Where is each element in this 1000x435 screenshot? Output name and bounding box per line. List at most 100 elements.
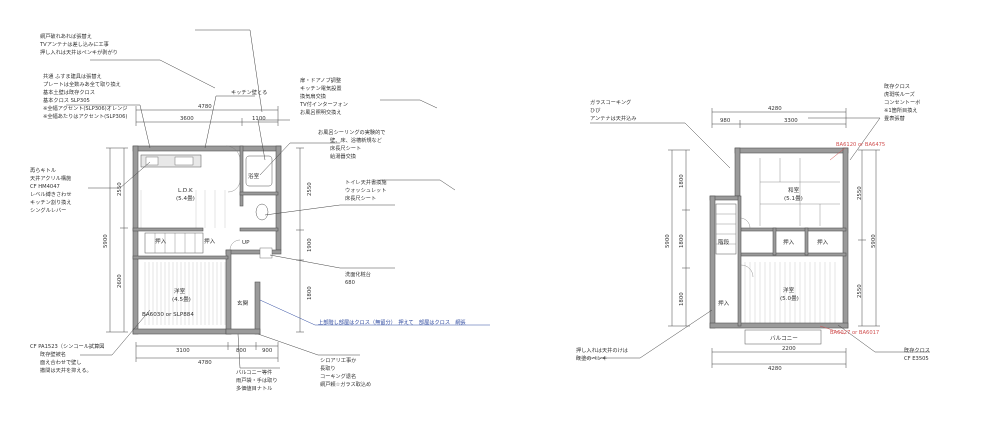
left-dims-right: 2550 1900 1800 — [296, 147, 313, 333]
svg-text:雨戸袋・手は取り: 雨戸袋・手は取り — [236, 376, 278, 384]
left-wall-entrance — [254, 281, 261, 335]
right-stairs — [715, 203, 737, 255]
left-wall-left — [132, 145, 139, 335]
svg-text:多価値目ナトル: 多価値目ナトル — [236, 384, 272, 392]
right-notes: ガラスコーキング ひび アンテナは天井込み 既存クロス 虎斑咲ルーズ コンセント… — [576, 82, 930, 362]
svg-text:基本クロス SLP305: 基本クロス SLP305 — [43, 96, 90, 104]
right-wall-stair — [737, 195, 742, 327]
svg-text:4280: 4280 — [768, 106, 782, 112]
room-stair: 階段 — [718, 238, 730, 246]
svg-text:BA6120 or BA6475: BA6120 or BA6475 — [836, 142, 885, 148]
room-ldk: L.D.K — [178, 188, 193, 194]
room-washitsu: 和室 — [788, 186, 800, 194]
room-closet-r1: 押入 — [783, 238, 795, 246]
right-wall-closet2 — [804, 227, 809, 256]
right-dims-bottom: 2200 4280 — [711, 346, 847, 372]
svg-text:プレートは全数みあ全て取り換え: プレートは全数みあ全て取り換え — [43, 80, 121, 88]
right-wall-room — [739, 252, 847, 257]
left-stairs — [144, 232, 204, 254]
left-floor-plan: L.D.K (5.4畳) 浴室 押入 押入 UP 洋室 (4.5畳) 玄関 BA… — [30, 29, 490, 392]
svg-text:バルコニー: バルコニー — [770, 335, 798, 342]
right-wall-mid — [739, 227, 847, 232]
room-bath: 浴室 — [248, 172, 260, 180]
svg-text:コンセントーボ: コンセントーボ — [884, 98, 920, 106]
svg-text:3600: 3600 — [180, 116, 194, 122]
svg-text:BA6027 or BA6017: BA6027 or BA6017 — [830, 330, 879, 336]
svg-text:2550: 2550 — [307, 182, 313, 196]
svg-text:ガラスコーキング: ガラスコーキング — [590, 98, 631, 106]
svg-text:2600: 2600 — [117, 274, 123, 288]
svg-text:※全幅あたりはアクセント(SLP306): ※全幅あたりはアクセント(SLP306) — [43, 112, 127, 120]
room-western: 洋室 — [174, 287, 186, 295]
svg-text:壁、床、浴槽新規など: 壁、床、浴槽新規など — [330, 136, 383, 144]
svg-text:バルコニー等件: バルコニー等件 — [236, 368, 272, 376]
room-western-r-size: (5.0畳) — [780, 295, 799, 302]
svg-text:4780: 4780 — [198, 360, 212, 366]
svg-text:上部階し部屋はクロス（無留分） 押えて 部屋はクロス 網張: 上部階し部屋はクロス（無留分） 押えて 部屋はクロス 網張 — [318, 318, 466, 326]
svg-text:床長尺シート: 床長尺シート — [330, 144, 361, 152]
left-wall-inner — [225, 249, 232, 335]
svg-text:4780: 4780 — [198, 104, 212, 110]
svg-text:既塗のペンキ: 既塗のペンキ — [576, 354, 607, 362]
svg-text:※全幅アクセント(SLP306)オレンジ: ※全幅アクセント(SLP306)オレンジ — [43, 104, 127, 112]
balcony: バルコニー — [744, 329, 822, 345]
svg-text:長取り: 長取り — [320, 365, 336, 372]
room-closet-r3: 押入 — [718, 299, 730, 307]
room-ldk-size: (5.4畳) — [176, 195, 195, 202]
svg-text:5900: 5900 — [871, 234, 877, 248]
wash-basin — [259, 247, 273, 259]
left-wall-bath — [239, 145, 244, 207]
svg-text:TV付インターフォン: TV付インターフォン — [299, 100, 348, 108]
room-hall: 玄関 — [237, 299, 249, 307]
svg-text:撤間は天井を抑える。: 撤間は天井を抑える。 — [40, 366, 92, 374]
svg-text:2200: 2200 — [782, 346, 796, 352]
svg-text:畳表張替: 畳表張替 — [884, 114, 905, 122]
right-floor-plan: バルコニー 和室 (5.1畳) 階段 押入 押入 押入 洋室 (5.0畳) 42… — [576, 82, 930, 372]
room-up: UP — [242, 240, 250, 246]
svg-text:900: 900 — [262, 348, 273, 354]
left-floor-hatch — [140, 190, 226, 325]
svg-text:1800: 1800 — [679, 174, 685, 188]
left-wall-wc-bottom — [239, 227, 279, 232]
svg-text:洗面化粧台: 洗面化粧台 — [345, 270, 371, 278]
room-closet-r2: 押入 — [817, 238, 829, 246]
svg-text:1800: 1800 — [679, 234, 685, 248]
left-wall-bath-bottom — [239, 191, 279, 196]
svg-text:扉・ドアノブ調整: 扉・ドアノブ調整 — [300, 76, 341, 84]
left-wall-room — [132, 255, 229, 260]
left-wall-right — [275, 145, 282, 251]
right-door-swing-2 — [739, 217, 751, 229]
svg-text:5900: 5900 — [665, 234, 671, 248]
svg-text:基本土壁は既存クロス: 基本土壁は既存クロス — [43, 88, 95, 96]
svg-text:3300: 3300 — [784, 118, 798, 124]
left-wall-top — [132, 145, 282, 152]
svg-text:再らキトル: 再らキトル — [30, 167, 56, 174]
svg-text:2550: 2550 — [117, 182, 123, 196]
svg-text:網戸頼☆ガラス取込め: 網戸頼☆ガラス取込め — [320, 380, 371, 388]
svg-text:CF HM4047: CF HM4047 — [30, 184, 60, 190]
svg-text:3100: 3100 — [176, 348, 190, 354]
svg-text:お風呂シーリングの実験的で: お風呂シーリングの実験的で — [318, 128, 385, 136]
toilet-icon — [255, 203, 269, 221]
svg-text:980: 980 — [720, 118, 731, 124]
svg-text:1100: 1100 — [252, 116, 266, 122]
svg-text:ひび: ひび — [590, 106, 601, 114]
right-dims-right: 2550 5900 2550 — [857, 149, 880, 327]
svg-text:1800: 1800 — [307, 286, 313, 300]
kitchen-sink — [145, 156, 159, 166]
svg-text:CF PA1523（シンコール試算図: CF PA1523（シンコール試算図 — [30, 342, 105, 350]
svg-text:ウォッシュレット: ウォッシュレット — [345, 186, 386, 194]
left-wall-mid — [132, 227, 204, 232]
tatami-grid — [759, 158, 840, 226]
svg-text:レベル縛きさわせ: レベル縛きさわせ — [30, 190, 72, 198]
svg-text:5900: 5900 — [103, 234, 109, 248]
svg-text:既存クロス: 既存クロス — [904, 346, 930, 354]
right-wall-closet — [772, 227, 777, 256]
svg-text:キッチン壁とる: キッチン壁とる — [231, 88, 267, 96]
right-wall-top — [734, 147, 849, 154]
svg-text:※1箇所目換え: ※1箇所目換え — [884, 106, 918, 114]
room-closet-1: 押入 — [155, 237, 167, 245]
left-wall-bottom — [132, 328, 232, 335]
right-wall-right — [842, 147, 849, 329]
right-leaders — [576, 117, 930, 359]
